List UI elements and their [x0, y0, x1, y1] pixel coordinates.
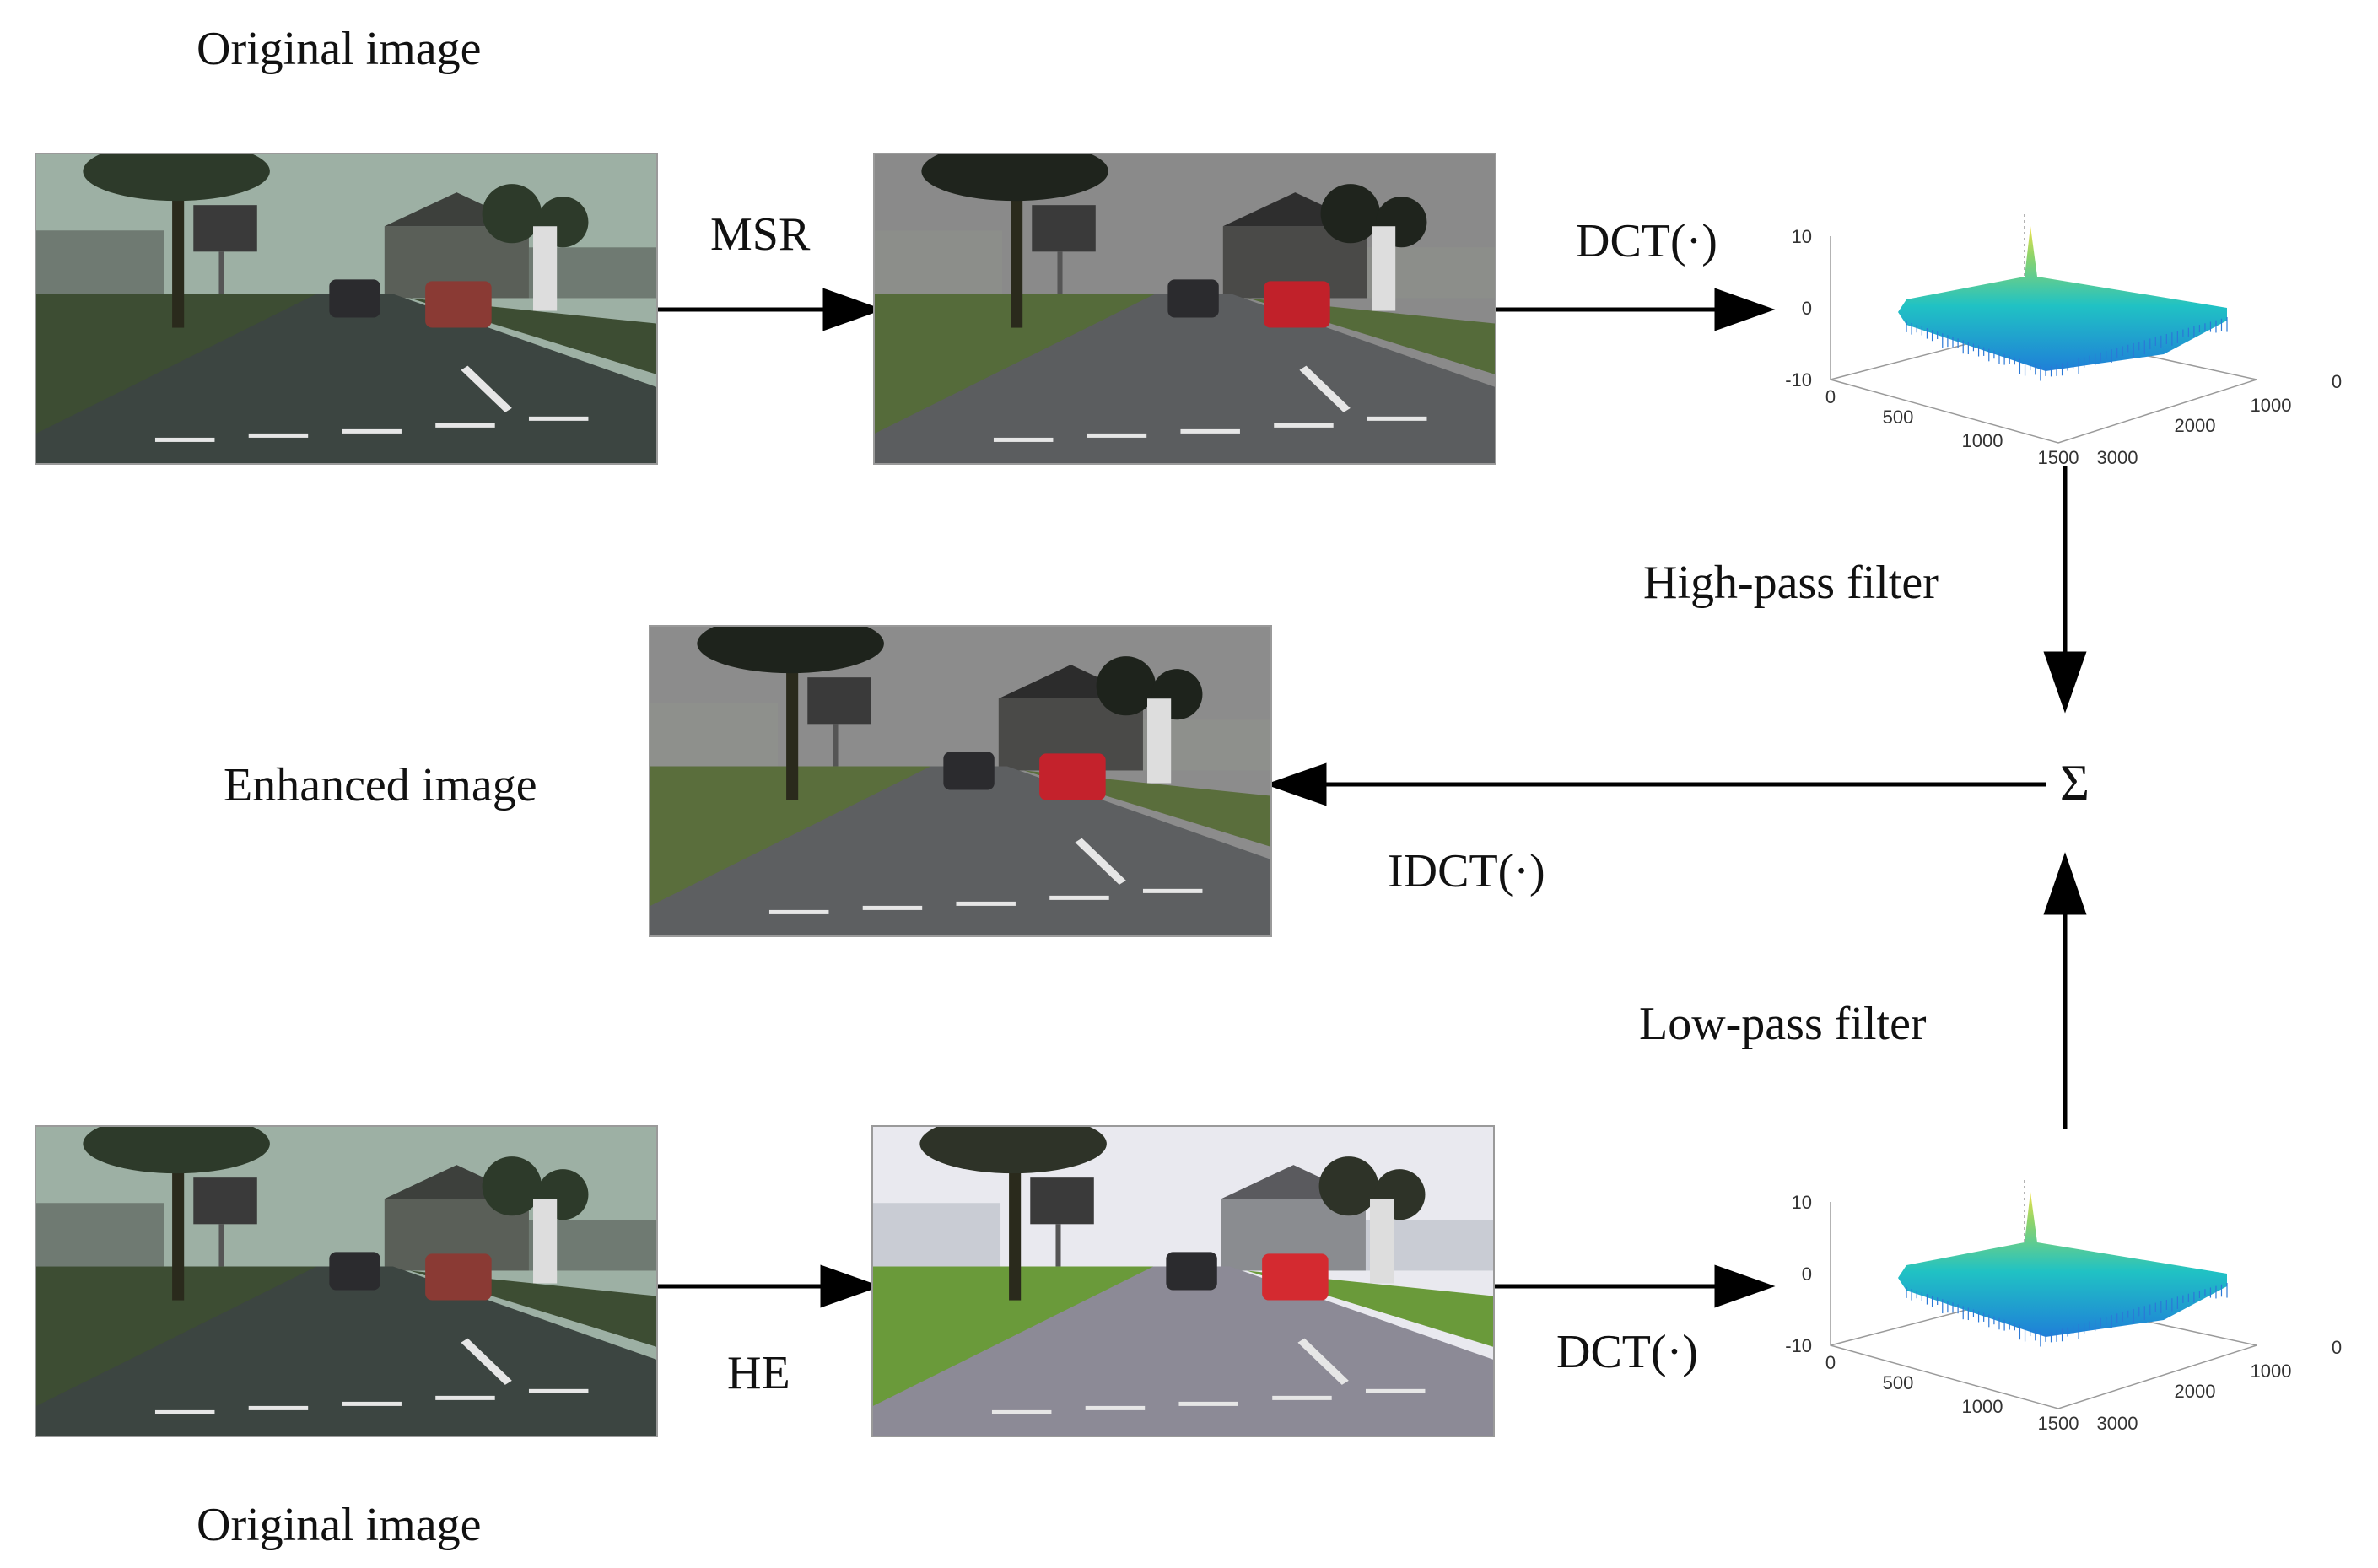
x-tick: 0 [1825, 386, 1836, 407]
x-tick: 1500 [2038, 447, 2079, 468]
dct-surface-plot-top: 10 0 -10 0 500 1000 1500 3000 2000 1000 … [1780, 211, 2370, 472]
z-tick: 0 [1802, 1264, 1812, 1285]
highpass-label: High-pass filter [1643, 557, 1939, 609]
msr-label: MSR [710, 208, 811, 261]
y-tick: 1000 [2251, 395, 2292, 416]
x-tick: 500 [1883, 407, 1914, 428]
he-image [873, 1127, 1493, 1436]
x-tick: 1500 [2038, 1413, 2079, 1434]
he-label: HE [727, 1347, 790, 1399]
dct-bottom-label: DCT(·) [1556, 1326, 1698, 1378]
z-tick: -10 [1785, 369, 1812, 391]
y-tick: 3000 [2097, 447, 2138, 468]
original-image-bottom-label: Original image [197, 1499, 482, 1551]
z-tick: 10 [1792, 226, 1812, 247]
y-tick: 3000 [2097, 1413, 2138, 1434]
y-tick: 1000 [2251, 1361, 2292, 1382]
dct-surface [1898, 1192, 2227, 1337]
lowpass-label: Low-pass filter [1639, 998, 1927, 1050]
x-tick: 1000 [1962, 1396, 2003, 1417]
y-tick: 2000 [2175, 415, 2216, 436]
z-tick: 10 [1792, 1192, 1812, 1213]
z-tick: -10 [1785, 1335, 1812, 1356]
enhanced-image-label: Enhanced image [224, 759, 537, 811]
original-image-bottom [36, 1127, 656, 1436]
y-tick: 0 [2332, 371, 2342, 392]
dct-surface-plot-bottom: 10 0 -10 0 500 1000 1500 3000 2000 1000 … [1780, 1177, 2370, 1438]
dct-surface-spikes [1906, 1283, 2228, 1347]
y-tick: 0 [2332, 1337, 2342, 1358]
dct-top-label: DCT(·) [1576, 215, 1717, 267]
y-tick: 2000 [2175, 1381, 2216, 1402]
x-tick: 1000 [1962, 430, 2003, 451]
original-image-top-label: Original image [197, 23, 482, 75]
sum-symbol: Σ [2060, 755, 2090, 811]
x-tick: 500 [1883, 1372, 1914, 1393]
dct-surface-spikes [1906, 317, 2228, 381]
msr-image [875, 154, 1495, 463]
enhanced-image [650, 627, 1270, 935]
z-tick: 0 [1802, 298, 1812, 319]
idct-label: IDCT(·) [1388, 845, 1545, 897]
dct-surface [1898, 226, 2227, 371]
original-image-top [36, 154, 656, 463]
x-tick: 0 [1825, 1352, 1836, 1373]
